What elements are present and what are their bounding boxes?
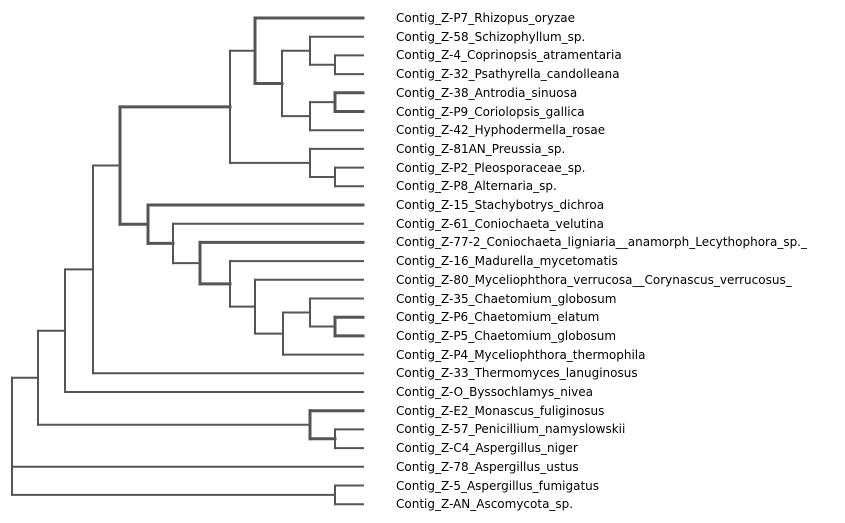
leaf-label: Contig_Z-P7_Rhizopus_oryzae <box>396 11 575 25</box>
leaf-label: Contig_Z-77-2_Coniochaeta_ligniaria__ana… <box>396 235 807 250</box>
leaf-label: Contig_Z-35_Chaetomium_globosum <box>396 291 617 306</box>
leaf-label: Contig_Z-61_Coniochaeta_velutina <box>396 216 605 231</box>
leaf-label: Contig_Z-81AN_Preussia_sp. <box>396 141 566 156</box>
leaf-label: Contig_Z-C4_Aspergillus_niger <box>396 441 578 456</box>
leaf-label: Contig_Z-42_Hyphodermella_rosae <box>396 123 606 138</box>
leaf-label: Contig_Z-O_Byssochlamys_nivea <box>396 385 593 399</box>
leaf-label: Contig_Z-16_Madurella_mycetomatis <box>396 254 618 269</box>
leaf-label: Contig_Z-33_Thermomyces_lanuginosus <box>396 366 638 381</box>
leaf-label: Contig_Z-57_Penicillium_namyslowskii <box>396 422 626 437</box>
leaf-label: Contig_Z-P4_Myceliophthora_thermophila <box>396 347 646 362</box>
leaf-label: Contig_Z-AN_Ascomycota_sp. <box>396 497 574 512</box>
leaf-label: Contig_Z-4_Coprinopsis_atramentaria <box>396 48 622 63</box>
leaf-label: Contig_Z-P8_Alternaria_sp. <box>396 179 557 194</box>
leaf-label: Contig_Z-P2_Pleosporaceae_sp. <box>396 160 586 175</box>
leaf-label: Contig_Z-P9_Coriolopsis_gallica <box>396 104 585 119</box>
leaf-label: Contig_Z-15_Stachybotrys_dichroa <box>396 198 605 212</box>
leaf-label: Contig_Z-P5_Chaetomium_globosum <box>396 328 617 343</box>
leaf-label: Contig_Z-E2_Monascus_fuliginosus <box>396 403 605 418</box>
leaf-label: Contig_Z-78_Aspergillus_ustus <box>396 459 579 474</box>
leaf-label: Contig_Z-32_Psathyrella_candolleana <box>396 67 620 82</box>
leaf-label: Contig_Z-80_Myceliophthora_verrucosa__Co… <box>396 272 792 287</box>
leaf-label: Contig_Z-58_Schizophyllum_sp. <box>396 29 586 44</box>
leaf-label: Contig_Z-5_Aspergillus_fumigatus <box>396 478 600 493</box>
leaf-label: Contig_Z-P6_Chaetomium_elatum <box>396 310 600 325</box>
leaf-label: Contig_Z-38_Antrodia_sinuosa <box>396 85 578 100</box>
